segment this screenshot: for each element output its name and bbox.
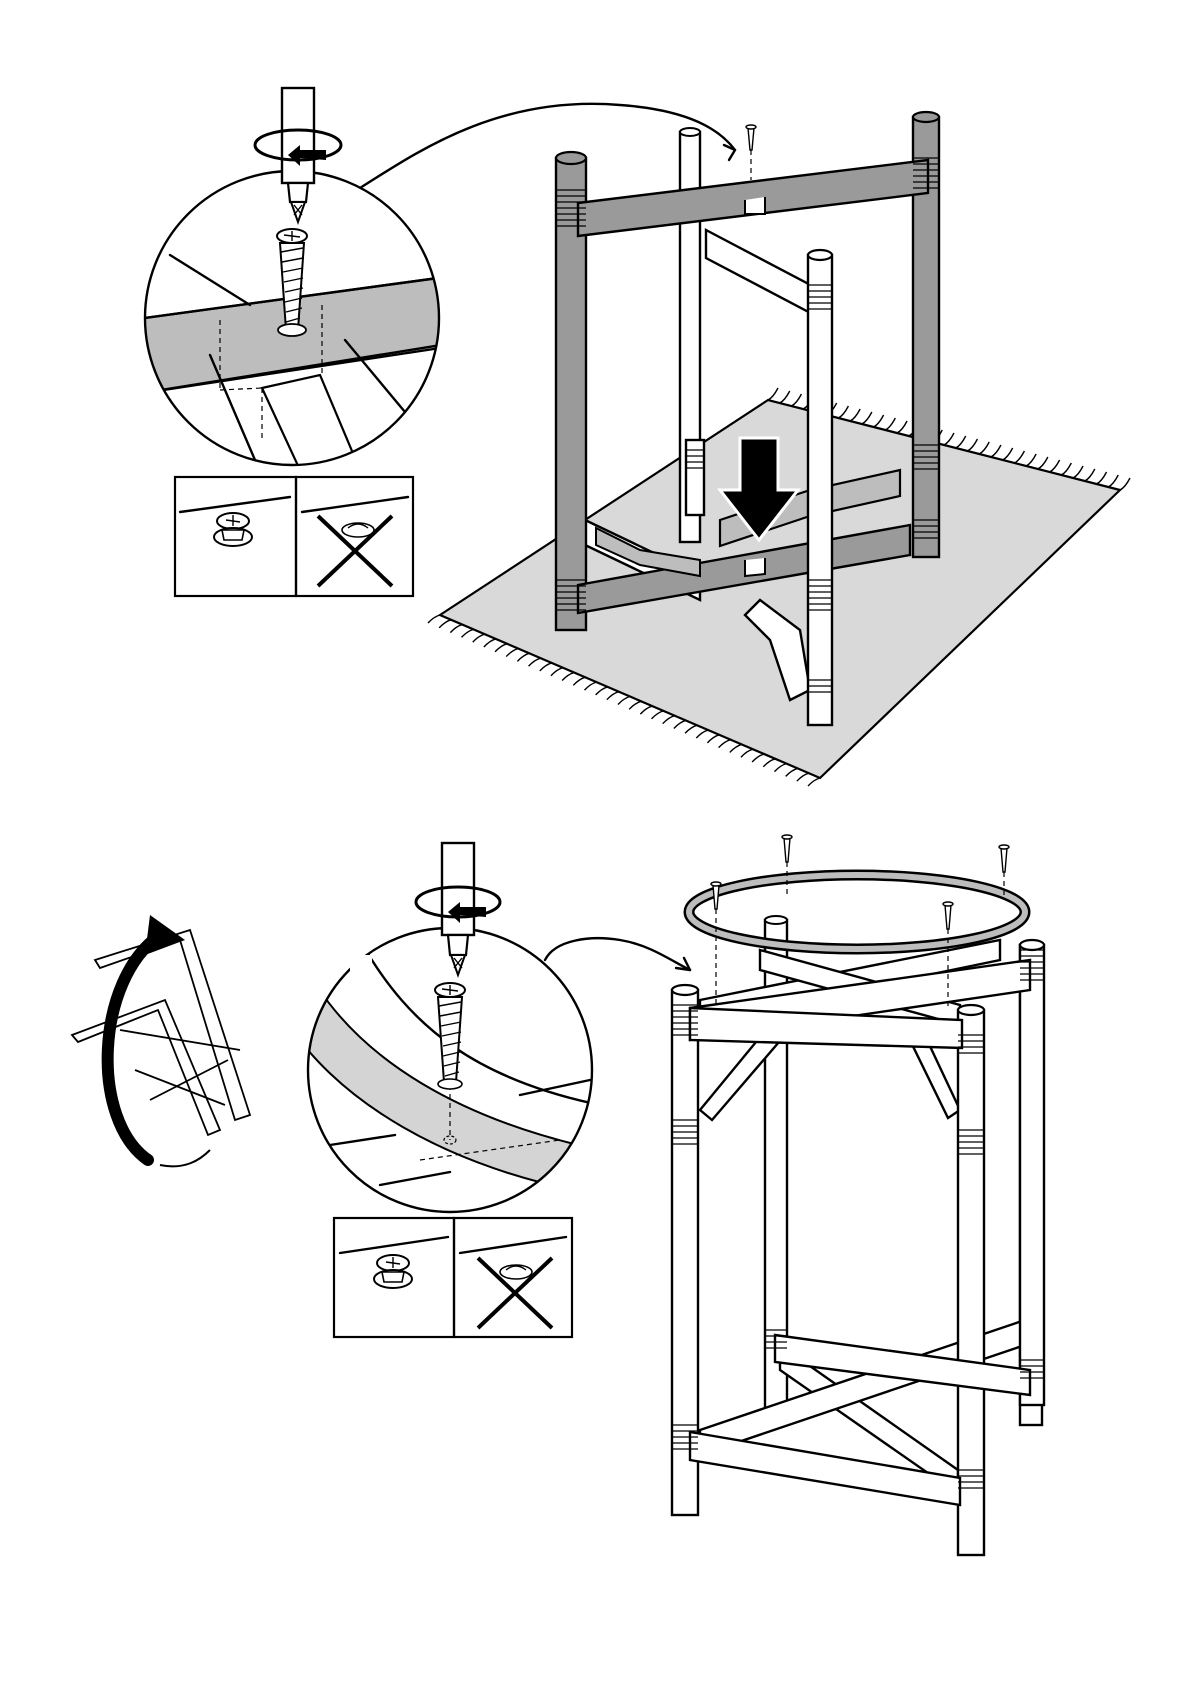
rug-fringe (1014, 451, 1024, 463)
step-bottom (72, 835, 1044, 1555)
rug-fringe (719, 740, 731, 748)
rug-fringe (768, 388, 778, 400)
rug-fringe (730, 744, 742, 752)
rug-fringe (439, 620, 451, 628)
rug-fringe (663, 716, 675, 724)
rug-fringe (786, 768, 798, 776)
screw-flush-icon (214, 513, 252, 546)
rug-fringe (885, 418, 895, 430)
rug-fringe (652, 711, 664, 719)
rug-fringe (1003, 448, 1013, 460)
rug-fringe (1108, 475, 1118, 487)
callout-leader (360, 104, 735, 188)
rug-fringe (618, 697, 630, 705)
rug-fringe (897, 421, 907, 433)
rug-fringe (696, 730, 708, 738)
rug-fringe (1073, 466, 1083, 478)
rug-fringe (838, 406, 848, 418)
rug-fringe (640, 706, 652, 714)
rug-fringe (428, 615, 440, 623)
rug-fringe (780, 391, 790, 403)
rug-fringe (763, 759, 775, 767)
rug-fringe (874, 415, 884, 427)
rug-fringe (674, 720, 686, 728)
rug-fringe (797, 773, 809, 781)
rug-fringe (808, 778, 820, 786)
rug-fringe (596, 687, 608, 695)
rug-fringe (741, 749, 753, 757)
hint-panel-top (175, 477, 413, 596)
rug-fringe (944, 433, 954, 445)
rug-fringe (967, 439, 977, 451)
rug-fringe (540, 663, 552, 671)
rug-fringe (862, 412, 872, 424)
rug-fringe (791, 394, 801, 406)
hint-panel-bottom (334, 1218, 572, 1337)
screw-flush-icon (374, 1255, 412, 1288)
rug-fringe (473, 634, 485, 642)
top-ring (689, 875, 1025, 949)
rug-fringe (1097, 472, 1107, 484)
rug-fringe (573, 677, 585, 685)
rug-fringe (752, 754, 764, 762)
rug-fringe (450, 625, 462, 633)
rug-fringe (629, 701, 641, 709)
rug-fringe (991, 445, 1001, 457)
rug-fringe (1026, 454, 1036, 466)
rug-fringe (1061, 463, 1071, 475)
screw-icon (746, 125, 756, 180)
rug-fringe (495, 644, 507, 652)
rug-fringe (685, 725, 697, 733)
rug-fringe (850, 409, 860, 421)
rug-fringe (707, 735, 719, 743)
rug-fringe (551, 668, 563, 676)
rug-fringe (774, 764, 786, 772)
rug-fringe (1120, 478, 1130, 490)
rug-fringe (562, 673, 574, 681)
rug-fringe (1038, 457, 1048, 469)
rug-fringe (529, 658, 541, 666)
detail-circle-bottom (280, 928, 600, 1212)
rug-fringe (979, 442, 989, 454)
rug-fringe (517, 653, 529, 661)
step-top (130, 88, 1130, 786)
rug-fringe (484, 639, 496, 647)
rug-fringe (584, 682, 596, 690)
rug-fringe (1085, 469, 1095, 481)
table-frame-bottom (672, 835, 1044, 1555)
flip-arrow-icon (72, 915, 250, 1166)
rug-fringe (462, 629, 474, 637)
rug-fringe (506, 649, 518, 657)
rug-fringe (607, 692, 619, 700)
rug-fringe (956, 436, 966, 448)
rug-fringe (1050, 460, 1060, 472)
callout-leader (545, 938, 690, 970)
